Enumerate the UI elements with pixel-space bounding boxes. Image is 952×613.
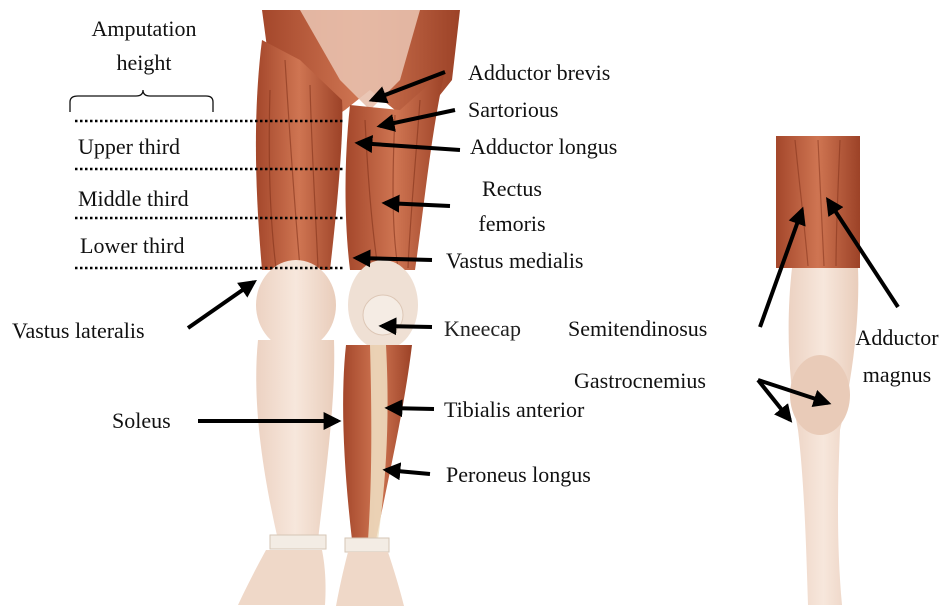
- label-adductor-magnus-2: magnus: [848, 362, 946, 388]
- kneecap-shape: [363, 295, 403, 335]
- label-rectus-femoris-1: Rectus: [470, 176, 554, 202]
- right-foot: [336, 552, 404, 606]
- label-adductor-magnus-1: Adductor: [848, 325, 946, 351]
- back-lower-leg: [789, 268, 859, 605]
- arrow-kneecap: [382, 326, 432, 327]
- level-lower-third: Lower third: [80, 233, 184, 259]
- arrow-vastus-medialis: [356, 258, 432, 260]
- left-foot: [238, 550, 326, 605]
- label-rectus-femoris-2: femoris: [470, 211, 554, 237]
- amputation-heading-line1: Amputation: [82, 16, 206, 42]
- amputation-brace: [70, 90, 213, 112]
- right-ankle-band: [345, 538, 389, 552]
- label-sartorious: Sartorious: [468, 97, 558, 123]
- label-vastus-medialis: Vastus medialis: [446, 248, 584, 274]
- label-adductor-longus: Adductor longus: [470, 134, 617, 160]
- arrow-tibialis-anterior: [388, 408, 434, 409]
- label-vastus-lateralis: Vastus lateralis: [12, 318, 145, 344]
- left-knee: [256, 260, 336, 350]
- arrow-peroneus-longus: [386, 470, 430, 474]
- label-adductor-brevis: Adductor brevis: [468, 60, 610, 86]
- front-leg-view: [238, 10, 460, 606]
- label-tibialis-anterior: Tibialis anterior: [444, 397, 584, 423]
- label-soleus: Soleus: [112, 408, 171, 434]
- level-middle-third: Middle third: [78, 186, 189, 212]
- level-upper-third: Upper third: [78, 134, 180, 160]
- arrow-vastus-lateralis: [188, 282, 254, 328]
- label-gastrocnemius: Gastrocnemius: [574, 368, 706, 394]
- label-kneecap: Kneecap: [444, 316, 521, 342]
- left-lower-leg: [256, 340, 334, 540]
- left-ankle-band: [270, 535, 326, 549]
- label-semitendinosus: Semitendinosus: [568, 316, 707, 342]
- label-peroneus-longus: Peroneus longus: [446, 462, 591, 488]
- amputation-heading-line2: height: [82, 50, 206, 76]
